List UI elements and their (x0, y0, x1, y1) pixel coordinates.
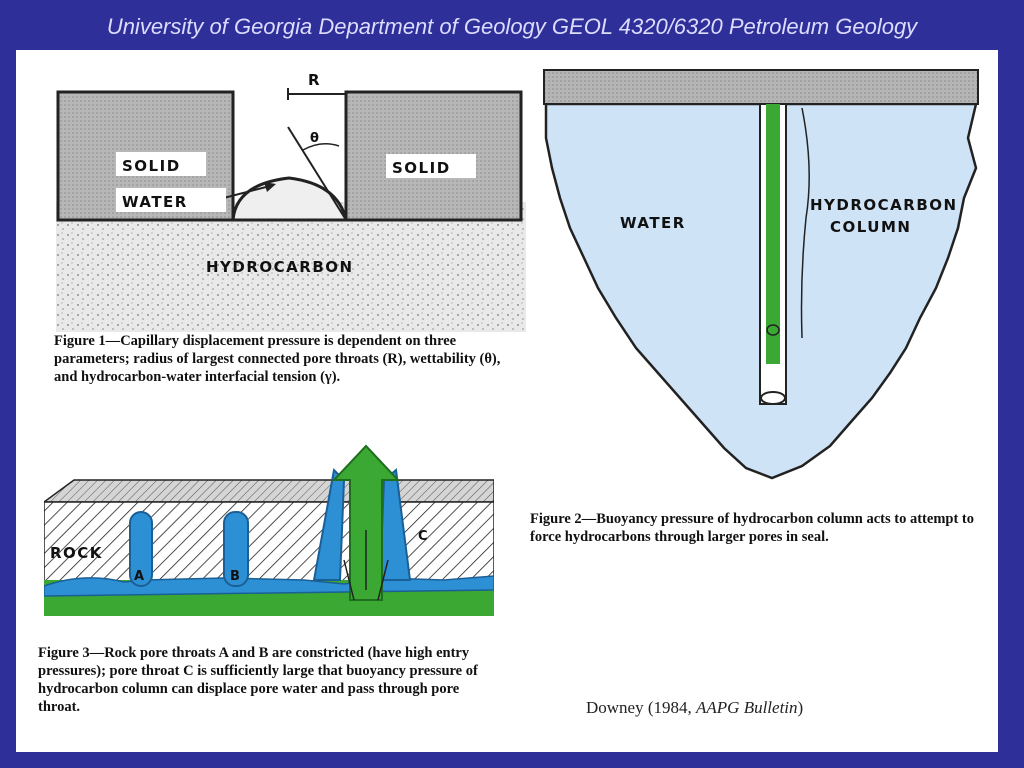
label-r: R (308, 72, 321, 89)
figure-3-diagram: ROCK A B C (44, 444, 494, 616)
rock-layer (44, 501, 494, 588)
figure-2-caption-label: Figure 2— (530, 511, 597, 527)
seal-layer (543, 69, 979, 105)
label-hydrocarbon: HYDROCARBON (206, 258, 354, 276)
label-water-fig2: WATER (620, 214, 686, 232)
label-rock: ROCK (50, 544, 103, 562)
slide-title: University of Georgia Department of Geol… (106, 14, 918, 39)
label-theta: θ (310, 131, 320, 146)
figure-3-caption-text: Rock pore throats A and B are constricte… (38, 645, 478, 715)
pore-throat-b (223, 511, 249, 587)
figure-3-caption: Figure 3—Rock pore throats A and B are c… (38, 644, 494, 716)
label-c: C (418, 529, 429, 544)
label-column-fig2: COLUMN (830, 218, 911, 236)
label-solid-right: SOLID (392, 159, 451, 177)
hydrocarbon-arrow (331, 444, 401, 601)
water-meniscus (231, 176, 348, 222)
source-credit: Downey (1984, AAPG Bulletin) (586, 698, 803, 718)
figure-1-diagram: SOLID SOLID WATER HYDROCARBON R θ (56, 72, 526, 332)
label-hydrocarbon-fig2: HYDROCARBON (810, 196, 958, 214)
credit-author: Downey (1984, (586, 698, 697, 717)
figure-1-caption-text: Capillary displacement pressure is depen… (54, 333, 501, 385)
figure-1-caption-label: Figure 1— (54, 333, 121, 349)
figure-2-caption: Figure 2—Buoyancy pressure of hydrocarbo… (530, 510, 984, 546)
credit-close: ) (797, 698, 804, 717)
label-water: WATER (122, 193, 188, 211)
label-a: A (134, 569, 146, 584)
figure-2-caption-text: Buoyancy pressure of hydrocarbon column … (530, 511, 974, 545)
figure-1-caption: Figure 1—Capillary displacement pressure… (54, 332, 512, 386)
credit-journal: AAPG Bulletin (696, 698, 798, 717)
figure-2-diagram: WATER HYDROCARBON COLUMN (543, 69, 979, 480)
label-b: B (230, 569, 241, 584)
figure-3-caption-label: Figure 3— (38, 645, 105, 661)
label-solid-left: SOLID (122, 157, 181, 175)
pore-throat-a (129, 511, 153, 587)
content-panel: SOLID SOLID WATER HYDROCARBON R θ Figure… (16, 50, 998, 752)
